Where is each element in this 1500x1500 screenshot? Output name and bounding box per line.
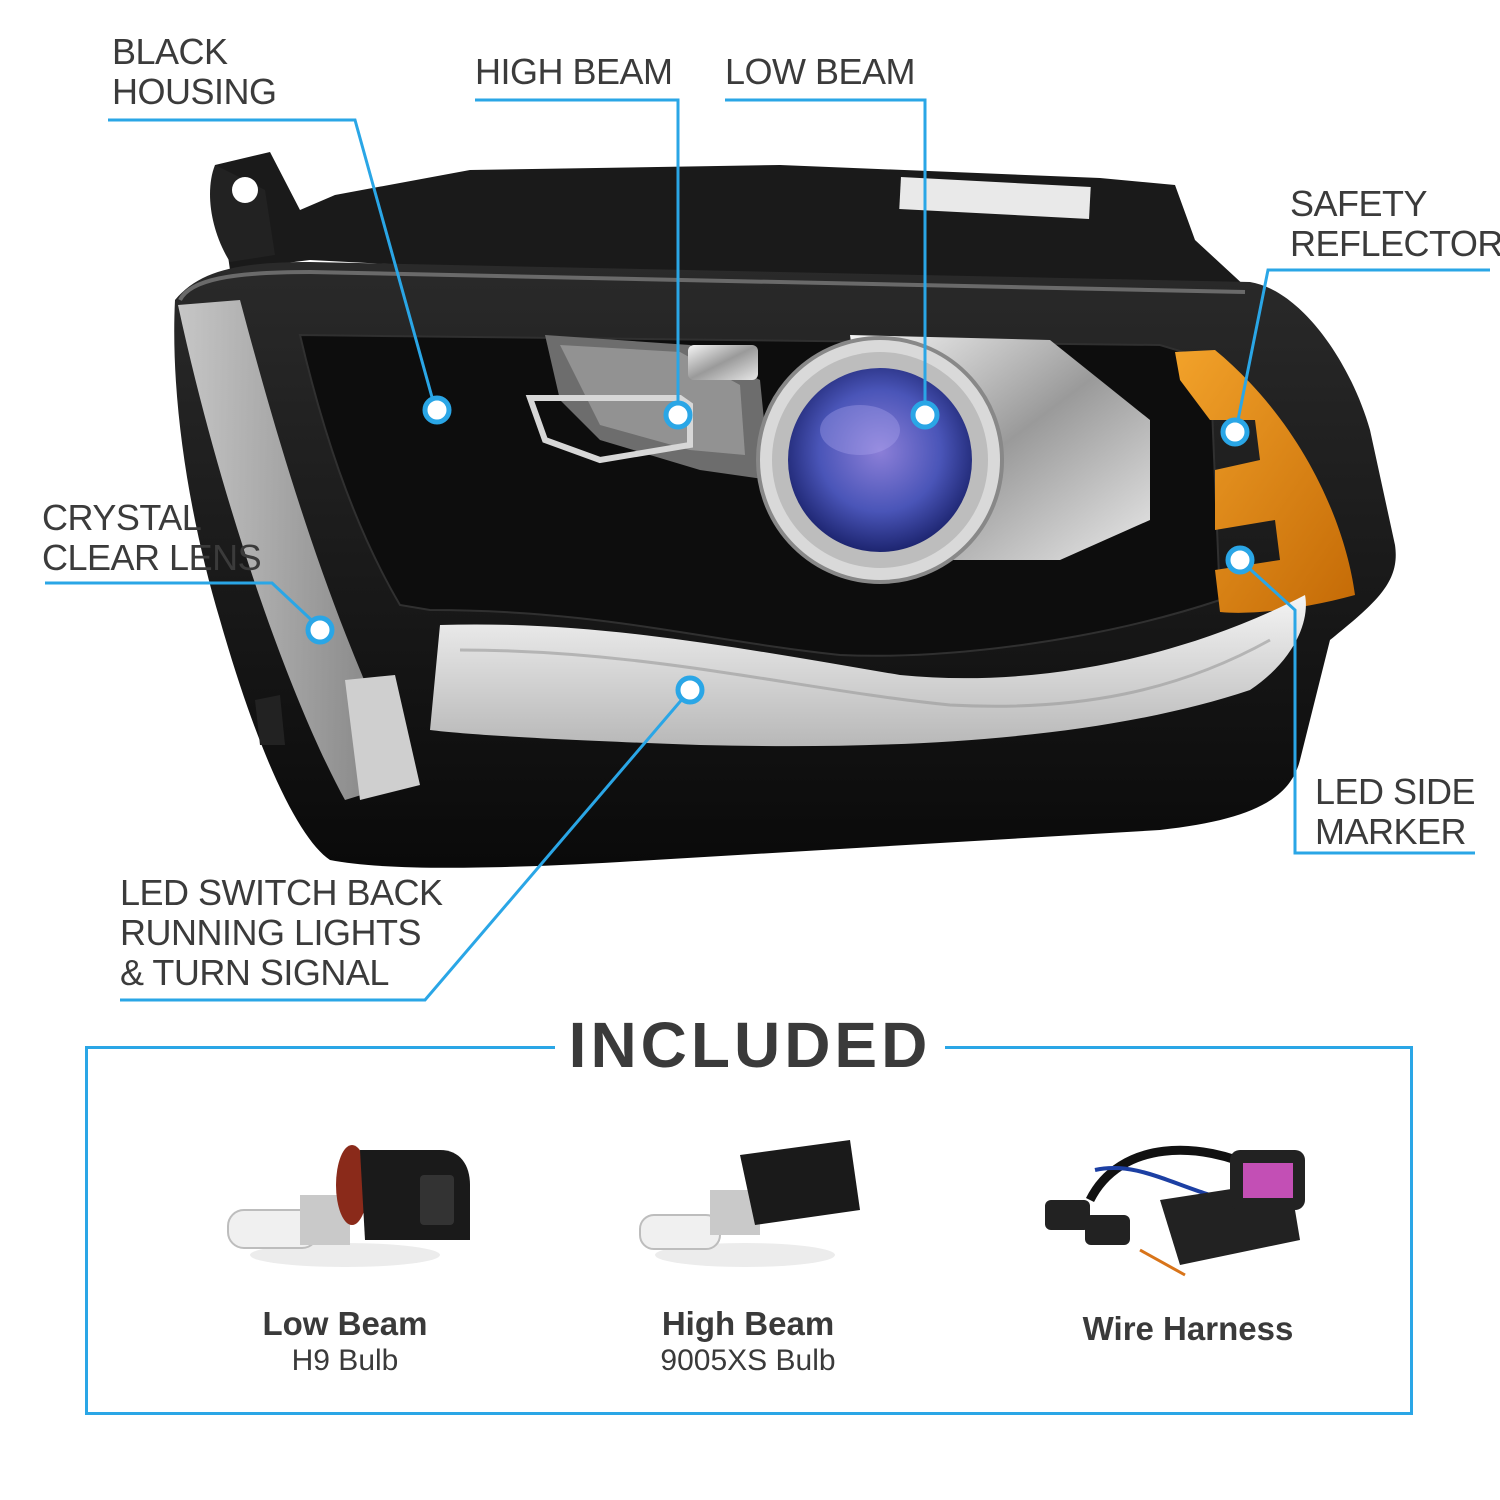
headlight-back-shell <box>210 152 1260 300</box>
item-low-beam: Low Beam H9 Bulb <box>195 1305 495 1379</box>
safety-reflector <box>1175 350 1355 613</box>
led-switchback-bar <box>430 595 1306 747</box>
item-sub: H9 Bulb <box>291 1344 399 1377</box>
outer-trim <box>178 269 1246 302</box>
item-sub: 9005XS Bulb <box>660 1344 836 1377</box>
wire-harness-icon <box>1045 1145 1305 1277</box>
item-wire-harness: Wire Harness <box>1038 1310 1338 1348</box>
high-beam-reflector <box>525 335 770 480</box>
side-lens-bottom <box>345 675 420 800</box>
included-title: INCLUDED <box>555 1010 945 1080</box>
callout-dots <box>305 395 1255 705</box>
h9-bulb-icon <box>227 1145 470 1267</box>
callout-low-beam: LOW BEAM <box>725 51 916 92</box>
crystal-clear-lens <box>178 300 410 800</box>
item-name: Wire Harness <box>1082 1310 1294 1347</box>
leader-lines <box>45 98 1490 1002</box>
callout-high-beam: HIGH BEAM <box>475 51 673 92</box>
9005xs-bulb-icon <box>639 1140 860 1267</box>
item-name: High Beam <box>661 1305 835 1342</box>
item-name: Low Beam <box>262 1305 428 1342</box>
item-high-beam: High Beam 9005XS Bulb <box>598 1305 898 1379</box>
